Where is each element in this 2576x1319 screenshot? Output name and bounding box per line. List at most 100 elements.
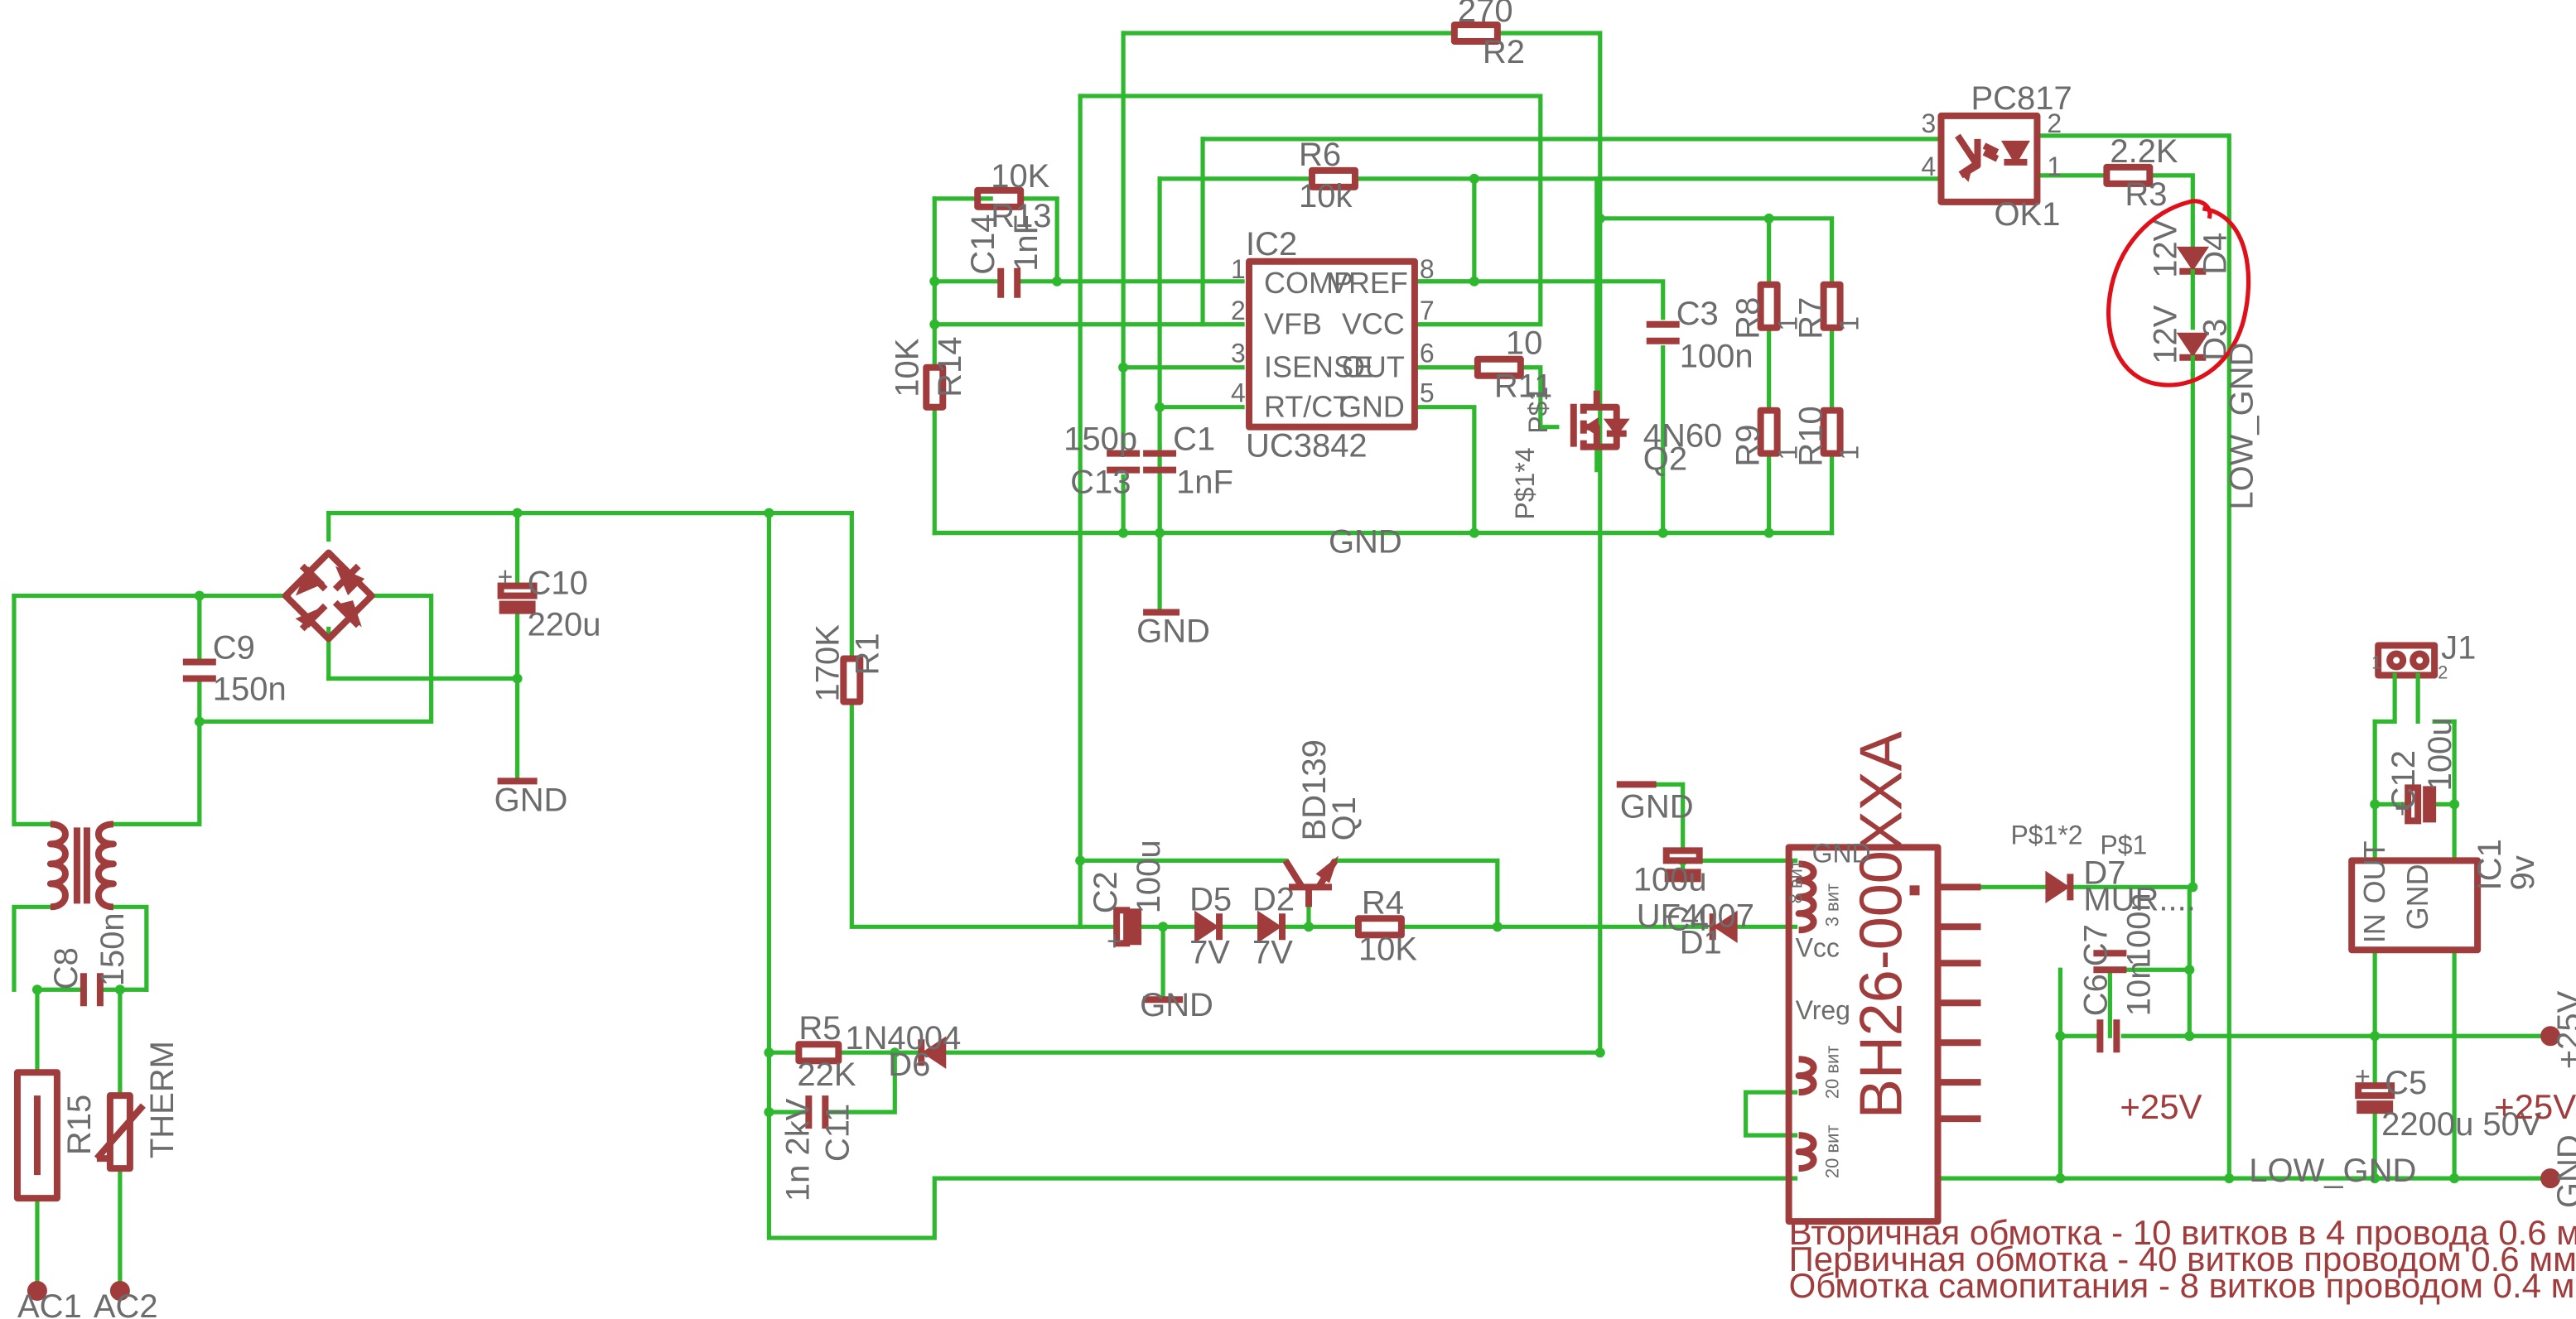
ic2-pin-out: OUT (1342, 350, 1405, 384)
terminal-ac2: AC2 (94, 1281, 158, 1319)
c1-value: 1nF (1176, 465, 1233, 501)
terminal-ac1: AC1 (17, 1281, 82, 1319)
resistor-r5: R5 22K (795, 1010, 856, 1093)
ic2-pin-vfb: VFB (1264, 307, 1322, 341)
r1-value: 170K (809, 624, 846, 702)
note-secondary: Вторичная обмотка - 10 витков в 4 провод… (1789, 1213, 2576, 1252)
ic2-pinnum-8: 8 (1420, 254, 1435, 284)
capacitor-c13: 150p C13 (1064, 421, 1141, 501)
resistor-r6: R6 10k (1299, 137, 1358, 214)
terminal-ac2-label: AC2 (94, 1288, 158, 1319)
resistor-r10: R10 1 (1793, 406, 1864, 466)
q2-label: Q2 (1643, 441, 1687, 478)
ic1-pin-gnd: GND (2400, 864, 2434, 930)
c12-value: 100u (2422, 717, 2458, 791)
d5-label: D5 (1189, 881, 1232, 917)
ic2-uc3842: IC2 UC3842 COMP VFB ISENSE RT/CT VREF VC… (1231, 226, 1435, 465)
ic2-pin-vcc: VCC (1342, 307, 1405, 341)
r7-value: 1 (1835, 316, 1864, 331)
q1-label: Q1 (1326, 797, 1363, 840)
c11-label: C11 (819, 1104, 856, 1162)
r11-value: 10 (1506, 325, 1542, 362)
d4-label: D4 (2197, 233, 2233, 275)
c7-label: C7 (2077, 924, 2114, 966)
resistor-r7: R7 1 (1793, 281, 1864, 339)
d4-value: 12V (2147, 219, 2183, 277)
diode-d5: D5 7V (1189, 881, 1232, 970)
r9-value: 1 (1773, 445, 1803, 460)
therm-label: THERM (144, 1041, 181, 1158)
d2-value: 7V (1252, 934, 1293, 970)
resistor-r8: R8 1 (1730, 281, 1803, 339)
capacitor-c10: + C10 220u (498, 562, 601, 643)
svg-text:+: + (2355, 1061, 2371, 1091)
bridge-rectifier (282, 549, 375, 643)
transformer-bh26: BH26-000XXA GND Vcc Vreg 8 вит 3 вит 20 … (1786, 731, 1981, 1225)
diode-d7: D7 MUR.... (2045, 854, 2196, 917)
r8-label: R8 (1730, 297, 1767, 339)
winding-4: 20 вит (1822, 1125, 1843, 1179)
r13-label: R13 (991, 198, 1051, 234)
resistor-r9: R9 1 (1730, 407, 1803, 467)
r6-value: 10k (1299, 178, 1353, 214)
ok1-pin1: 1 (2047, 152, 2062, 181)
resistor-r2: 270 R2 (1450, 0, 1525, 70)
r4-value: 10K (1358, 931, 1417, 967)
c8-value: 150n (94, 912, 131, 986)
ic2-pin-isense: ISENSE (1264, 350, 1373, 384)
note-aux: Обмотка самопитания - 8 витков проводом … (1789, 1266, 2576, 1305)
ic2-pin-comp: COMP (1264, 266, 1353, 300)
capacitor-c2: + C2 100u (1088, 840, 1167, 956)
c13-label: C13 (1070, 465, 1131, 501)
winding-1: 8 вит (1786, 860, 1807, 903)
terminal-ac1-label: AC1 (17, 1288, 82, 1319)
c4-label: C4 (1667, 901, 1709, 937)
r13-value: 10K (991, 158, 1049, 195)
capacitor-c5: + C5 2200u 50V (2355, 1061, 2542, 1143)
c14-label: C14 (965, 214, 1001, 274)
d1-value: UF4007 (1637, 898, 1754, 934)
ok1-value: PC817 (1971, 80, 2072, 117)
c12-label: C12 (2385, 750, 2422, 811)
ic2-pinnum-3: 3 (1231, 339, 1246, 368)
c2-label: C2 (1088, 871, 1124, 913)
ic2-pinnum-1: 1 (1231, 254, 1246, 284)
c5-label: C5 (2385, 1065, 2427, 1101)
gnd-label-c2: GND (1140, 987, 1213, 1023)
c10-value: 220u (528, 607, 601, 643)
ok1-pin4: 4 (1922, 152, 1937, 181)
resistor-r14: 10K R14 (889, 336, 968, 411)
thermistor: THERM (94, 1041, 181, 1172)
d7-label: D7 (2083, 854, 2125, 891)
d6-label: D6 (888, 1047, 930, 1083)
ic2-pinnum-7: 7 (1420, 296, 1435, 325)
r2-label: R2 (1483, 34, 1525, 70)
resistor-r1: 170K R1 (809, 624, 885, 705)
r8-value: 1 (1773, 316, 1803, 331)
q2-value: 4N60 (1643, 418, 1723, 455)
d6-value: 1N4004 (845, 1020, 961, 1057)
capacitor-c6: C6 10n (2077, 961, 2157, 1053)
j1-label: J1 (2441, 630, 2476, 667)
r11-label: R11 (1494, 368, 1552, 405)
capacitor-c3: C3 100n (1646, 296, 1754, 375)
r5-value: 22K (797, 1057, 856, 1093)
r1-label: R1 (849, 633, 885, 675)
r14-label: R14 (932, 336, 968, 397)
diode-d4: 12V D4 (2147, 219, 2233, 330)
resistor-r3: 2.2K R3 (2103, 133, 2178, 213)
c6-value: 10n (2120, 961, 2157, 1017)
c6-label: C6 (2077, 974, 2114, 1016)
c3-value: 100n (1680, 339, 1754, 375)
c11-value: 1n 2kV (779, 1098, 816, 1201)
plus25-label-mid: +25V (2120, 1087, 2202, 1126)
plus25-label-right: +25V (2494, 1087, 2576, 1126)
ic1-value: 9v (2505, 855, 2541, 890)
resistor-r4: R4 10K (1354, 884, 1417, 967)
transformer-pin-vreg: Vreg (1796, 995, 1850, 1025)
capacitor-c9: C9 150n (182, 630, 287, 707)
r9-label: R9 (1730, 425, 1767, 467)
ic2-pinnum-6: 6 (1420, 339, 1435, 368)
j1-pin2: 2 (2438, 662, 2448, 682)
